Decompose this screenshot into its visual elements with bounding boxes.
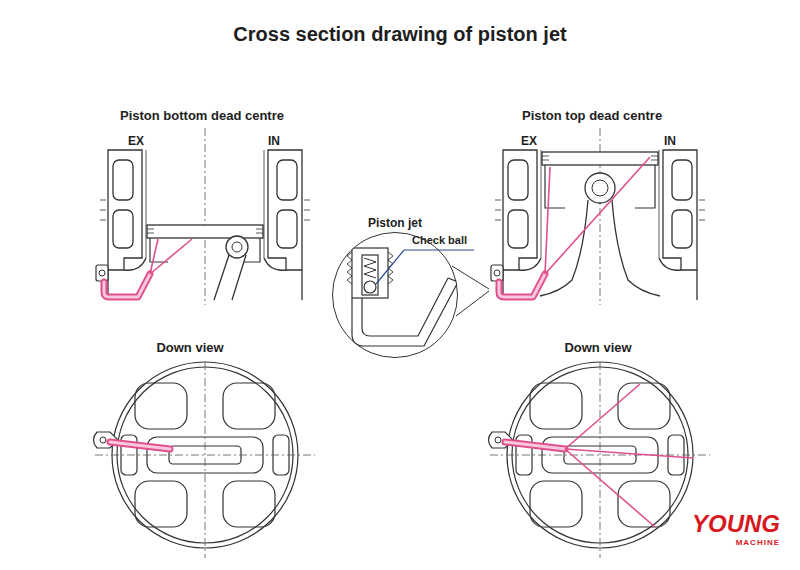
cylinder-bdc [96, 128, 310, 305]
down-view-left [94, 362, 316, 558]
view-heading: Down view [564, 340, 631, 356]
inset-heading: Piston jet [368, 216, 422, 230]
view-heading: Down view [156, 340, 223, 356]
side-label: EX [128, 134, 144, 148]
panel-heading: Piston top dead centre [522, 108, 662, 124]
cylinder-tdc [491, 128, 705, 305]
watermark: MACHINE [736, 538, 780, 548]
watermark: YOUNG [692, 510, 780, 539]
title-text: Cross section drawing of piston jet [233, 22, 566, 46]
part-label: Check ball [412, 234, 467, 247]
down-view-right [489, 362, 711, 558]
side-label: IN [664, 134, 676, 148]
jet-inset-drawing [347, 248, 489, 346]
side-label: IN [268, 134, 280, 148]
side-label: EX [521, 134, 537, 148]
inset-circle: Piston jet [332, 232, 458, 358]
panel-heading: Piston bottom dead centre [120, 108, 284, 124]
